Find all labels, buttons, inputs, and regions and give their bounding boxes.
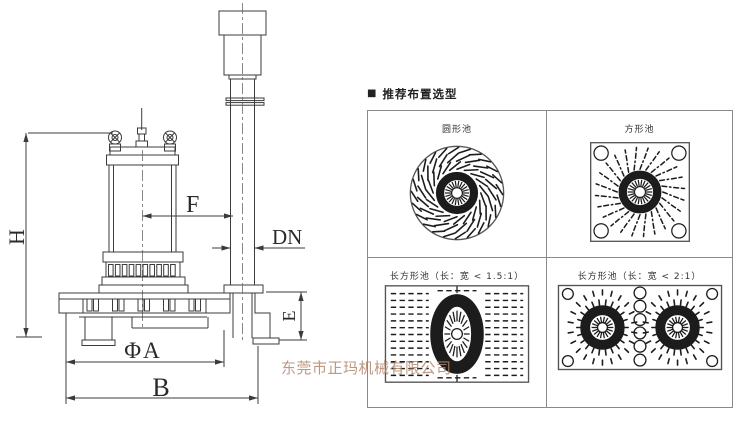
lifting-eyebolt-right [163,130,177,152]
dim-label-H: H [4,229,29,245]
pool-label-rect-1-5: 长方形池（长：宽 < 1.5:1） [389,272,525,282]
pool-cell-rect-1-5: 长方形池（长：宽 < 1.5:1） [368,258,547,407]
aerator-symbol [618,170,661,214]
dimension-F: F [142,192,233,219]
pool-cell-circular: 圆形池 [368,111,547,258]
technical-drawing: H F DN E [4,3,307,404]
pool-label-square: 方形池 [624,125,655,135]
aerator-symbol [579,305,625,350]
rect-pool-diagram-2 [557,284,722,371]
pool-cell-rect-2: 长方形池（长：宽 < 2:1） [547,258,732,407]
base-assembly [58,292,231,346]
circular-pool-diagram [409,145,505,241]
square-pool-diagram [589,142,690,242]
dimension-H: H [4,132,113,338]
submersible-aerator [98,108,189,328]
dimension-phiA: ΦA [65,313,225,404]
dimension-B: B [66,346,259,404]
support-bracket [254,293,271,338]
pool-label-circular: 圆形池 [441,125,472,135]
header-bullet-icon: ■ [367,88,377,99]
panel-title: 推荐布置选型 [382,87,458,101]
dim-label-DN: DN [272,225,302,249]
dimension-DN: DN [212,225,305,251]
rect-pool-diagram-1-5 [384,285,530,383]
layout-grid: 圆形池 方形池 [367,110,733,408]
lifting-eyebolt-left [108,130,122,152]
dim-label-E: E [279,311,299,322]
watermark-text: 东莞市正玛机械有限公司 [281,359,452,377]
dim-label-phiA: ΦA [124,338,161,363]
pool-cell-square: 方形池 [547,111,732,258]
dim-label-B: B [152,373,169,402]
guide-pipe-assembly [218,3,280,345]
pool-label-rect-2: 长方形池（长：宽 < 2:1） [577,272,702,282]
dim-label-F: F [186,192,199,218]
dimension-E: E [266,291,307,341]
panel-header: ■ 推荐布置选型 [367,86,457,102]
aerator-symbol [430,294,484,374]
aerator-symbol [654,305,700,350]
aerator-symbol [435,171,479,215]
